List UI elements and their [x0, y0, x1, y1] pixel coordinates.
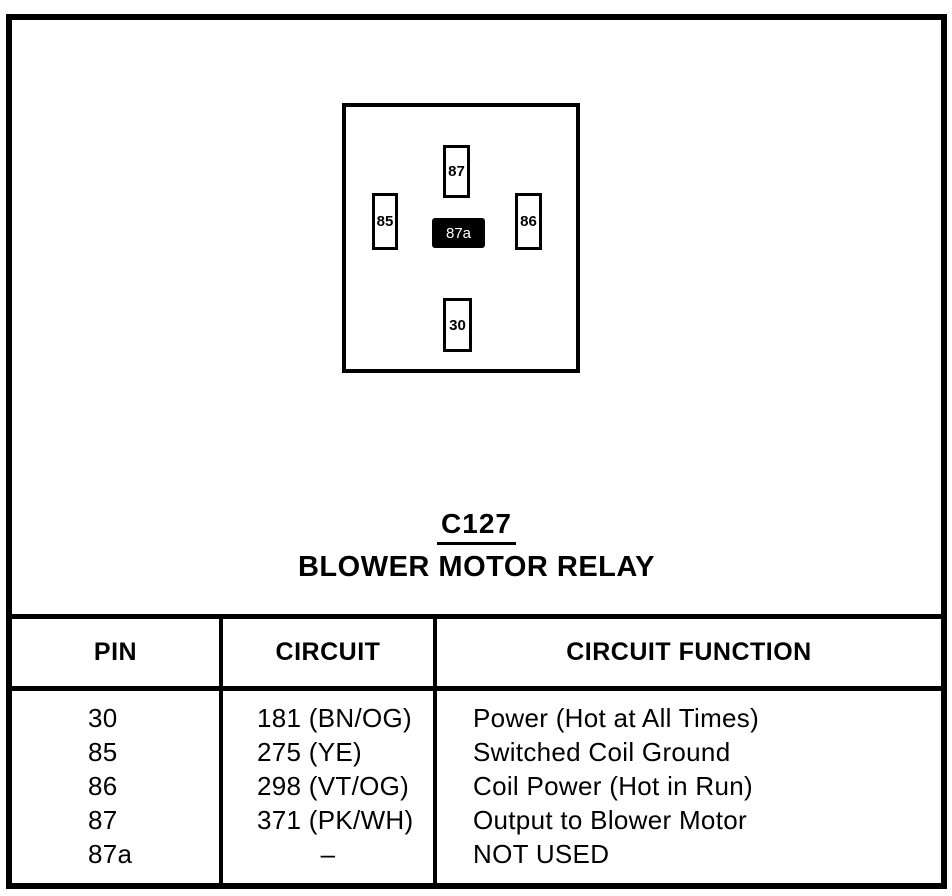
page-border-frame: 87 85 86 87a 30 C127 BLOWER MOTOR RELAY … — [6, 14, 947, 889]
header-circuit: CIRCUIT — [223, 619, 437, 686]
table-cell: Power (Hot at All Times) — [473, 703, 760, 733]
table-cell: 298 (VT/OG) — [257, 771, 410, 801]
table-cell: 181 (BN/OG) — [257, 703, 413, 733]
table-cell: 87 — [88, 805, 118, 835]
table-cell: 30 — [88, 703, 118, 733]
column-circuit: 181 (BN/OG) 275 (YE) 298 (VT/OG) 371 (PK… — [223, 691, 437, 883]
pin-87a-label: 87a — [445, 224, 472, 242]
connector-id-label: C127 — [437, 508, 516, 545]
header-pin: PIN — [12, 619, 223, 686]
pin-85: 85 — [372, 193, 398, 250]
connector-title: BLOWER MOTOR RELAY — [297, 551, 655, 583]
relay-connector-diagram: 87 85 86 87a 30 — [342, 103, 580, 373]
column-circuit-function: Power (Hot at All Times) Switched Coil G… — [437, 691, 941, 883]
table-cell: 371 (PK/WH) — [257, 805, 414, 835]
pin-87-label: 87 — [448, 163, 465, 180]
pin-87a: 87a — [432, 218, 485, 248]
pin-86: 86 — [515, 193, 542, 250]
table-cell: Switched Coil Ground — [473, 737, 731, 767]
column-pin: 30 85 86 87 87a — [12, 691, 223, 883]
table-cell: Output to Blower Motor — [473, 805, 747, 835]
table-cell: NOT USED — [473, 839, 610, 869]
pin-86-label: 86 — [520, 213, 537, 230]
table-cell: 85 — [88, 737, 118, 767]
table-header-row: PIN CIRCUIT CIRCUIT FUNCTION — [12, 619, 941, 691]
pinout-table: PIN CIRCUIT CIRCUIT FUNCTION 30 85 86 87… — [12, 614, 941, 883]
connector-id-row: C127 — [12, 508, 941, 545]
pin-30: 30 — [443, 298, 472, 352]
table-cell: Coil Power (Hot in Run) — [473, 771, 753, 801]
pin-30-label: 30 — [449, 316, 466, 334]
table-cell: – — [320, 839, 336, 869]
table-cell: 87a — [88, 839, 133, 869]
table-body: 30 85 86 87 87a 181 (BN/OG) 275 (YE) 298… — [12, 691, 941, 883]
table-cell: 275 (YE) — [257, 737, 363, 767]
header-circuit-function: CIRCUIT FUNCTION — [566, 638, 812, 666]
pin-85-label: 85 — [376, 213, 394, 230]
pin-87: 87 — [443, 145, 470, 198]
table-cell: 86 — [88, 771, 118, 801]
